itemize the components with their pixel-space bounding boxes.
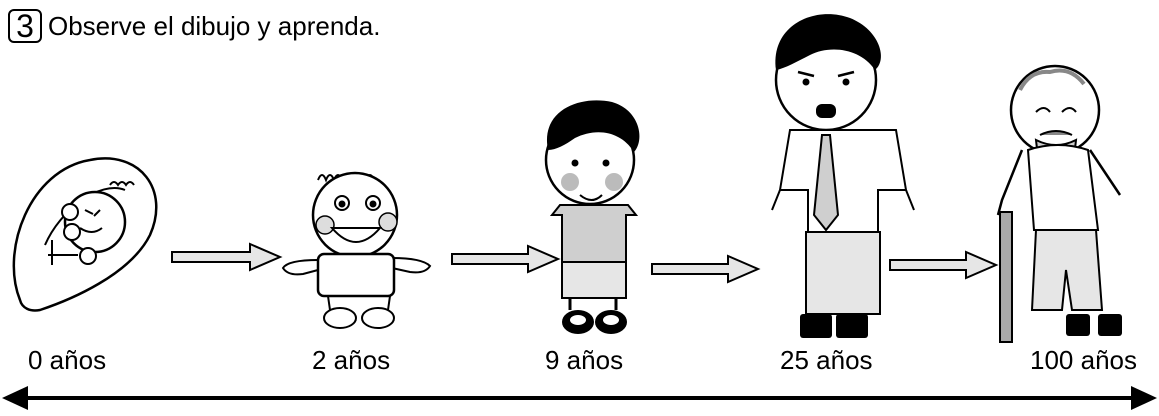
toddler-icon xyxy=(281,171,432,329)
stage-arrow-2 xyxy=(451,244,561,274)
timeline-arrow xyxy=(2,386,1157,410)
age-label-2: 2 años xyxy=(312,345,391,375)
exercise-instruction: Observe el dibujo y aprenda. xyxy=(48,10,381,41)
exercise-header: 3 Observe el dibujo y aprenda. xyxy=(8,6,380,46)
stage-arrow-4 xyxy=(889,250,999,280)
old-man-icon xyxy=(996,64,1122,343)
young-man-icon xyxy=(771,14,915,338)
age-label-0: 0 años xyxy=(28,345,107,375)
stage-arrow-3 xyxy=(651,254,761,284)
age-label-25: 25 años xyxy=(780,345,873,375)
age-label-9: 9 años xyxy=(545,345,624,375)
exercise-number: 3 xyxy=(8,9,42,43)
stage-arrow-1 xyxy=(171,242,283,272)
boy-icon xyxy=(544,100,640,334)
age-label-100: 100 años xyxy=(1030,345,1137,375)
baby-icon xyxy=(12,157,158,312)
